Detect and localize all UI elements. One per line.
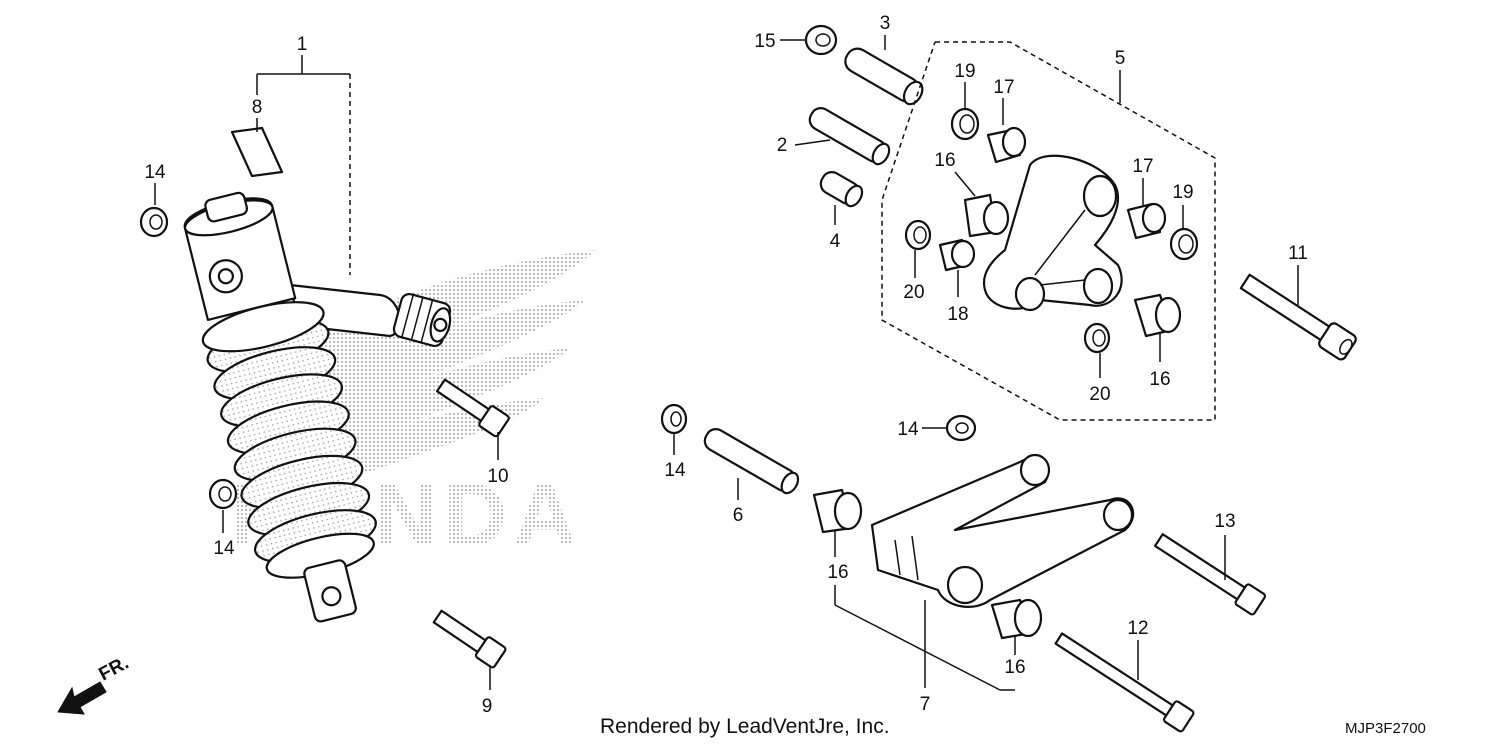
bolt-10 [435, 378, 510, 438]
callout-14-center: 14 [664, 460, 686, 481]
bearing-16-top [963, 193, 1010, 238]
leader-lines [154, 35, 1299, 691]
callout-7: 7 [920, 694, 931, 715]
nut-15 [804, 24, 838, 56]
seal-20-right [1083, 322, 1111, 354]
bearing-16-bottom [990, 598, 1043, 640]
collar-2 [808, 107, 891, 166]
callout-6: 6 [733, 505, 744, 526]
bolt-11 [1239, 273, 1357, 361]
bolt-13 [1153, 533, 1266, 616]
render-credit: Rendered by LeadVentJre, Inc. [600, 715, 890, 738]
bearing-16-center [812, 488, 863, 534]
nut-14-center [660, 403, 688, 435]
collar-3 [844, 47, 924, 106]
callout-18: 18 [947, 304, 968, 325]
callout-14-right: 14 [897, 419, 919, 440]
seal-19-left [950, 107, 980, 141]
callout-17-right: 17 [1132, 156, 1153, 177]
callout-16-bottom: 16 [1004, 657, 1025, 678]
callout-4: 4 [830, 231, 841, 252]
collar-4 [819, 171, 864, 208]
bearing-18 [938, 238, 976, 272]
bearing-17-left [986, 126, 1027, 164]
seal-20-left [904, 219, 932, 251]
callout-8: 8 [252, 97, 263, 118]
callout-16-center: 16 [827, 562, 848, 583]
callout-20-left: 20 [903, 282, 924, 303]
rear-shock-absorber [183, 191, 452, 623]
front-direction-label: FR. [95, 653, 132, 686]
nut-14-right [945, 414, 977, 442]
collar-6 [703, 428, 800, 495]
label-sticker-8 [230, 126, 284, 178]
cushion-arm-7 [870, 453, 1135, 608]
callout-10: 10 [487, 466, 508, 487]
callout-16-top: 16 [934, 150, 955, 171]
callout-3: 3 [880, 13, 891, 34]
bearing-16-right [1133, 293, 1182, 338]
callout-14-upper-left: 14 [144, 162, 166, 183]
callout-labels: 1 8 14 14 10 9 15 3 2 4 5 19 17 16 17 19… [144, 13, 1307, 717]
callout-5: 5 [1115, 48, 1126, 69]
bolt-12 [1054, 632, 1195, 733]
callout-20-right: 20 [1089, 384, 1110, 405]
shock-link-5 [982, 154, 1123, 312]
callout-12: 12 [1127, 618, 1148, 639]
nut-14-lower-left [208, 478, 238, 510]
callout-16-right: 16 [1149, 369, 1170, 390]
callout-17-left: 17 [993, 77, 1014, 98]
bearing-17-right [1126, 202, 1167, 240]
callout-9: 9 [482, 696, 493, 717]
callout-11: 11 [1288, 243, 1308, 264]
front-arrow-icon [57, 681, 107, 715]
front-direction-marker: FR. [57, 653, 132, 715]
kit-outline-5 [881, 41, 1216, 421]
callout-19-left: 19 [954, 61, 975, 82]
seal-19-right [1169, 227, 1199, 261]
bolt-9 [432, 609, 507, 669]
callout-2: 2 [777, 135, 788, 156]
diagram-code: MJP3F2700 [1345, 720, 1426, 737]
nut-14-upper-left [139, 206, 169, 238]
callout-13: 13 [1214, 511, 1235, 532]
callout-15: 15 [754, 31, 775, 52]
callout-1: 1 [297, 34, 308, 55]
callout-14-lower-left: 14 [213, 538, 235, 559]
callout-19-right: 19 [1172, 182, 1193, 203]
